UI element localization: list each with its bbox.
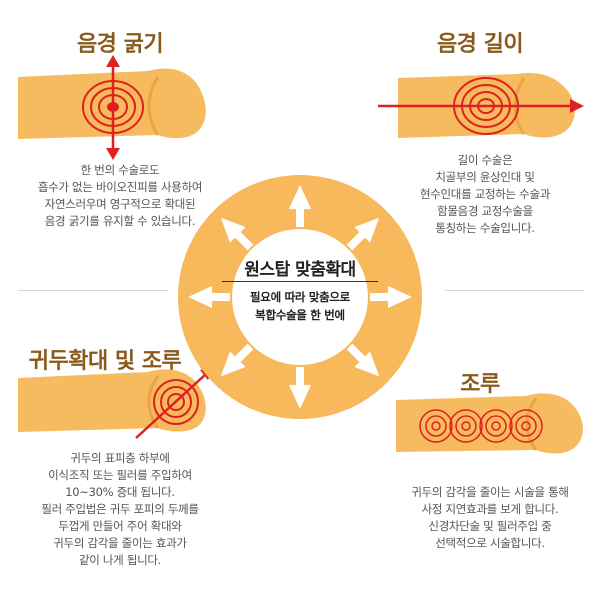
thickness-illustration	[18, 55, 206, 160]
title-glans: 귀두확대 및 조루	[28, 349, 182, 374]
ring-chain	[419, 409, 543, 443]
desc-length: 길이 수술은 치골부의 윤상인대 및 현수인대를 교정하는 수술과 함몰음경 교…	[419, 153, 551, 235]
desc-premature: 귀두의 감각을 줄이는 시술을 통해 사정 지연효과를 보게 합니다. 신경차단…	[411, 485, 569, 550]
target-rings	[153, 379, 199, 425]
inner-circle	[232, 229, 368, 365]
title-length: 음경 길이	[436, 32, 524, 57]
title-thickness: 음경 굵기	[76, 32, 164, 57]
premature-illustration	[396, 393, 583, 454]
radial-arrows	[188, 185, 412, 409]
divider-left	[18, 290, 168, 291]
divider-right	[445, 290, 585, 291]
length-illustration	[378, 72, 584, 138]
center-diagram	[178, 175, 422, 419]
desc-glans: 귀두의 표피층 하부에 이식조직 또는 필러를 주입하여 10~30% 증대 됩…	[41, 451, 199, 567]
center-title: 원스탑 맞춤확대	[244, 260, 356, 280]
center-subtitle: 필요에 따라 맞춤으로 복합수술을 한 번에	[250, 290, 350, 322]
title-premature: 조루	[460, 372, 500, 397]
diagonal-arrow	[135, 373, 207, 439]
center-rule	[222, 281, 378, 282]
desc-thickness: 한 번의 수술로도 흡수가 없는 바이오진피를 사용하여 자연스러우며 영구적으…	[37, 163, 203, 228]
